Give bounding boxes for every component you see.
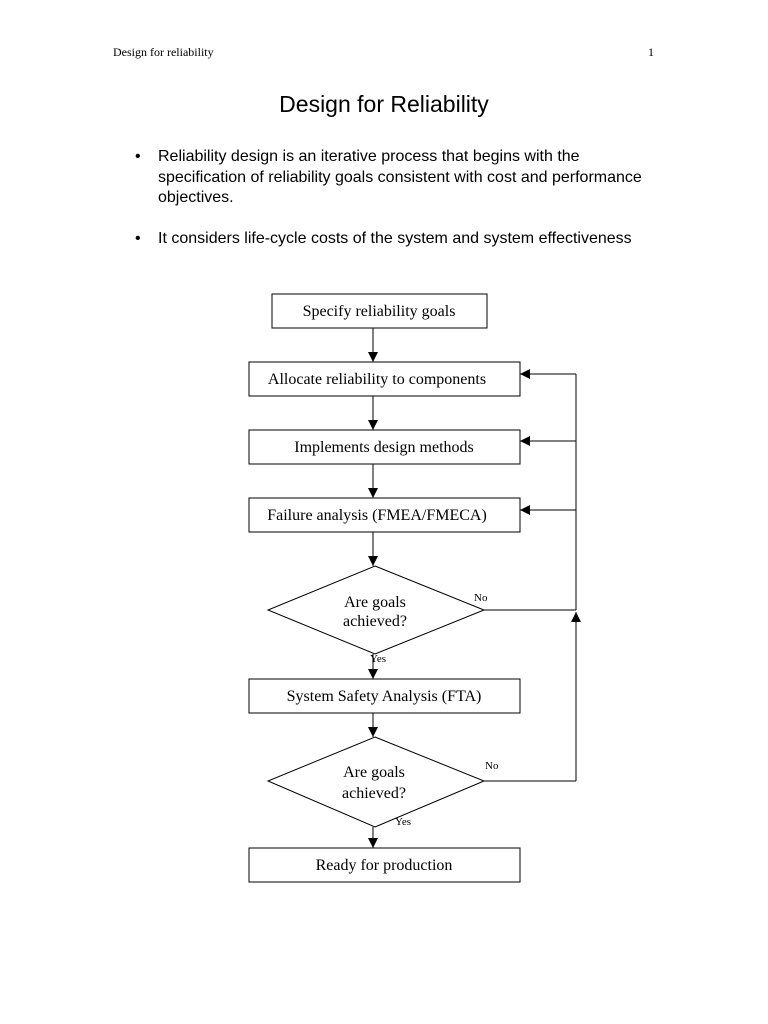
box-ready xyxy=(248,847,521,883)
box-allocate-label: Allocate reliability to components xyxy=(268,371,486,388)
decision-1-yes-label: Yes xyxy=(370,653,386,665)
page-title: Design for Reliability xyxy=(279,91,489,117)
bullet-list: • Reliability design is an iterative pro… xyxy=(135,147,655,269)
bullet-marker: • xyxy=(135,148,141,165)
box-failure-analysis xyxy=(248,497,521,533)
box-system-safety-label: System Safety Analysis (FTA) xyxy=(287,688,482,705)
bullet-item: • Reliability design is an iterative pro… xyxy=(135,147,655,209)
box-implement xyxy=(248,429,521,465)
box-implement-label: Implements design methods xyxy=(294,439,474,456)
decision-diamond-1 xyxy=(266,565,486,655)
decision-2-no-label: No xyxy=(485,760,499,772)
page-number: 1 xyxy=(648,45,654,59)
decision-2-line1: Are goals xyxy=(343,764,405,781)
bullet-marker: • xyxy=(135,229,141,247)
decision-diamond-2 xyxy=(266,736,486,828)
box-failure-analysis-label: Failure analysis (FMEA/FMECA) xyxy=(267,507,487,524)
box-specify-goals-label: Specify reliability goals xyxy=(303,303,456,320)
box-specify-goals xyxy=(271,293,488,329)
decision-2-yes-label: Yes xyxy=(395,816,411,828)
bullet-item: • It considers life-cycle costs of the s… xyxy=(135,229,655,250)
box-system-safety xyxy=(248,678,521,714)
bullet-text: Reliability design is an iterative proce… xyxy=(158,148,642,206)
bullet-text: It considers life-cycle costs of the sys… xyxy=(158,229,632,247)
box-allocate xyxy=(248,361,521,397)
box-ready-label: Ready for production xyxy=(316,857,453,874)
decision-1-no-label: No xyxy=(474,592,488,604)
decision-1-line2: achieved? xyxy=(343,613,407,630)
decision-1-line1: Are goals xyxy=(344,594,406,611)
running-header-title: Design for reliability xyxy=(113,45,214,59)
decision-2-line2: achieved? xyxy=(342,785,406,802)
